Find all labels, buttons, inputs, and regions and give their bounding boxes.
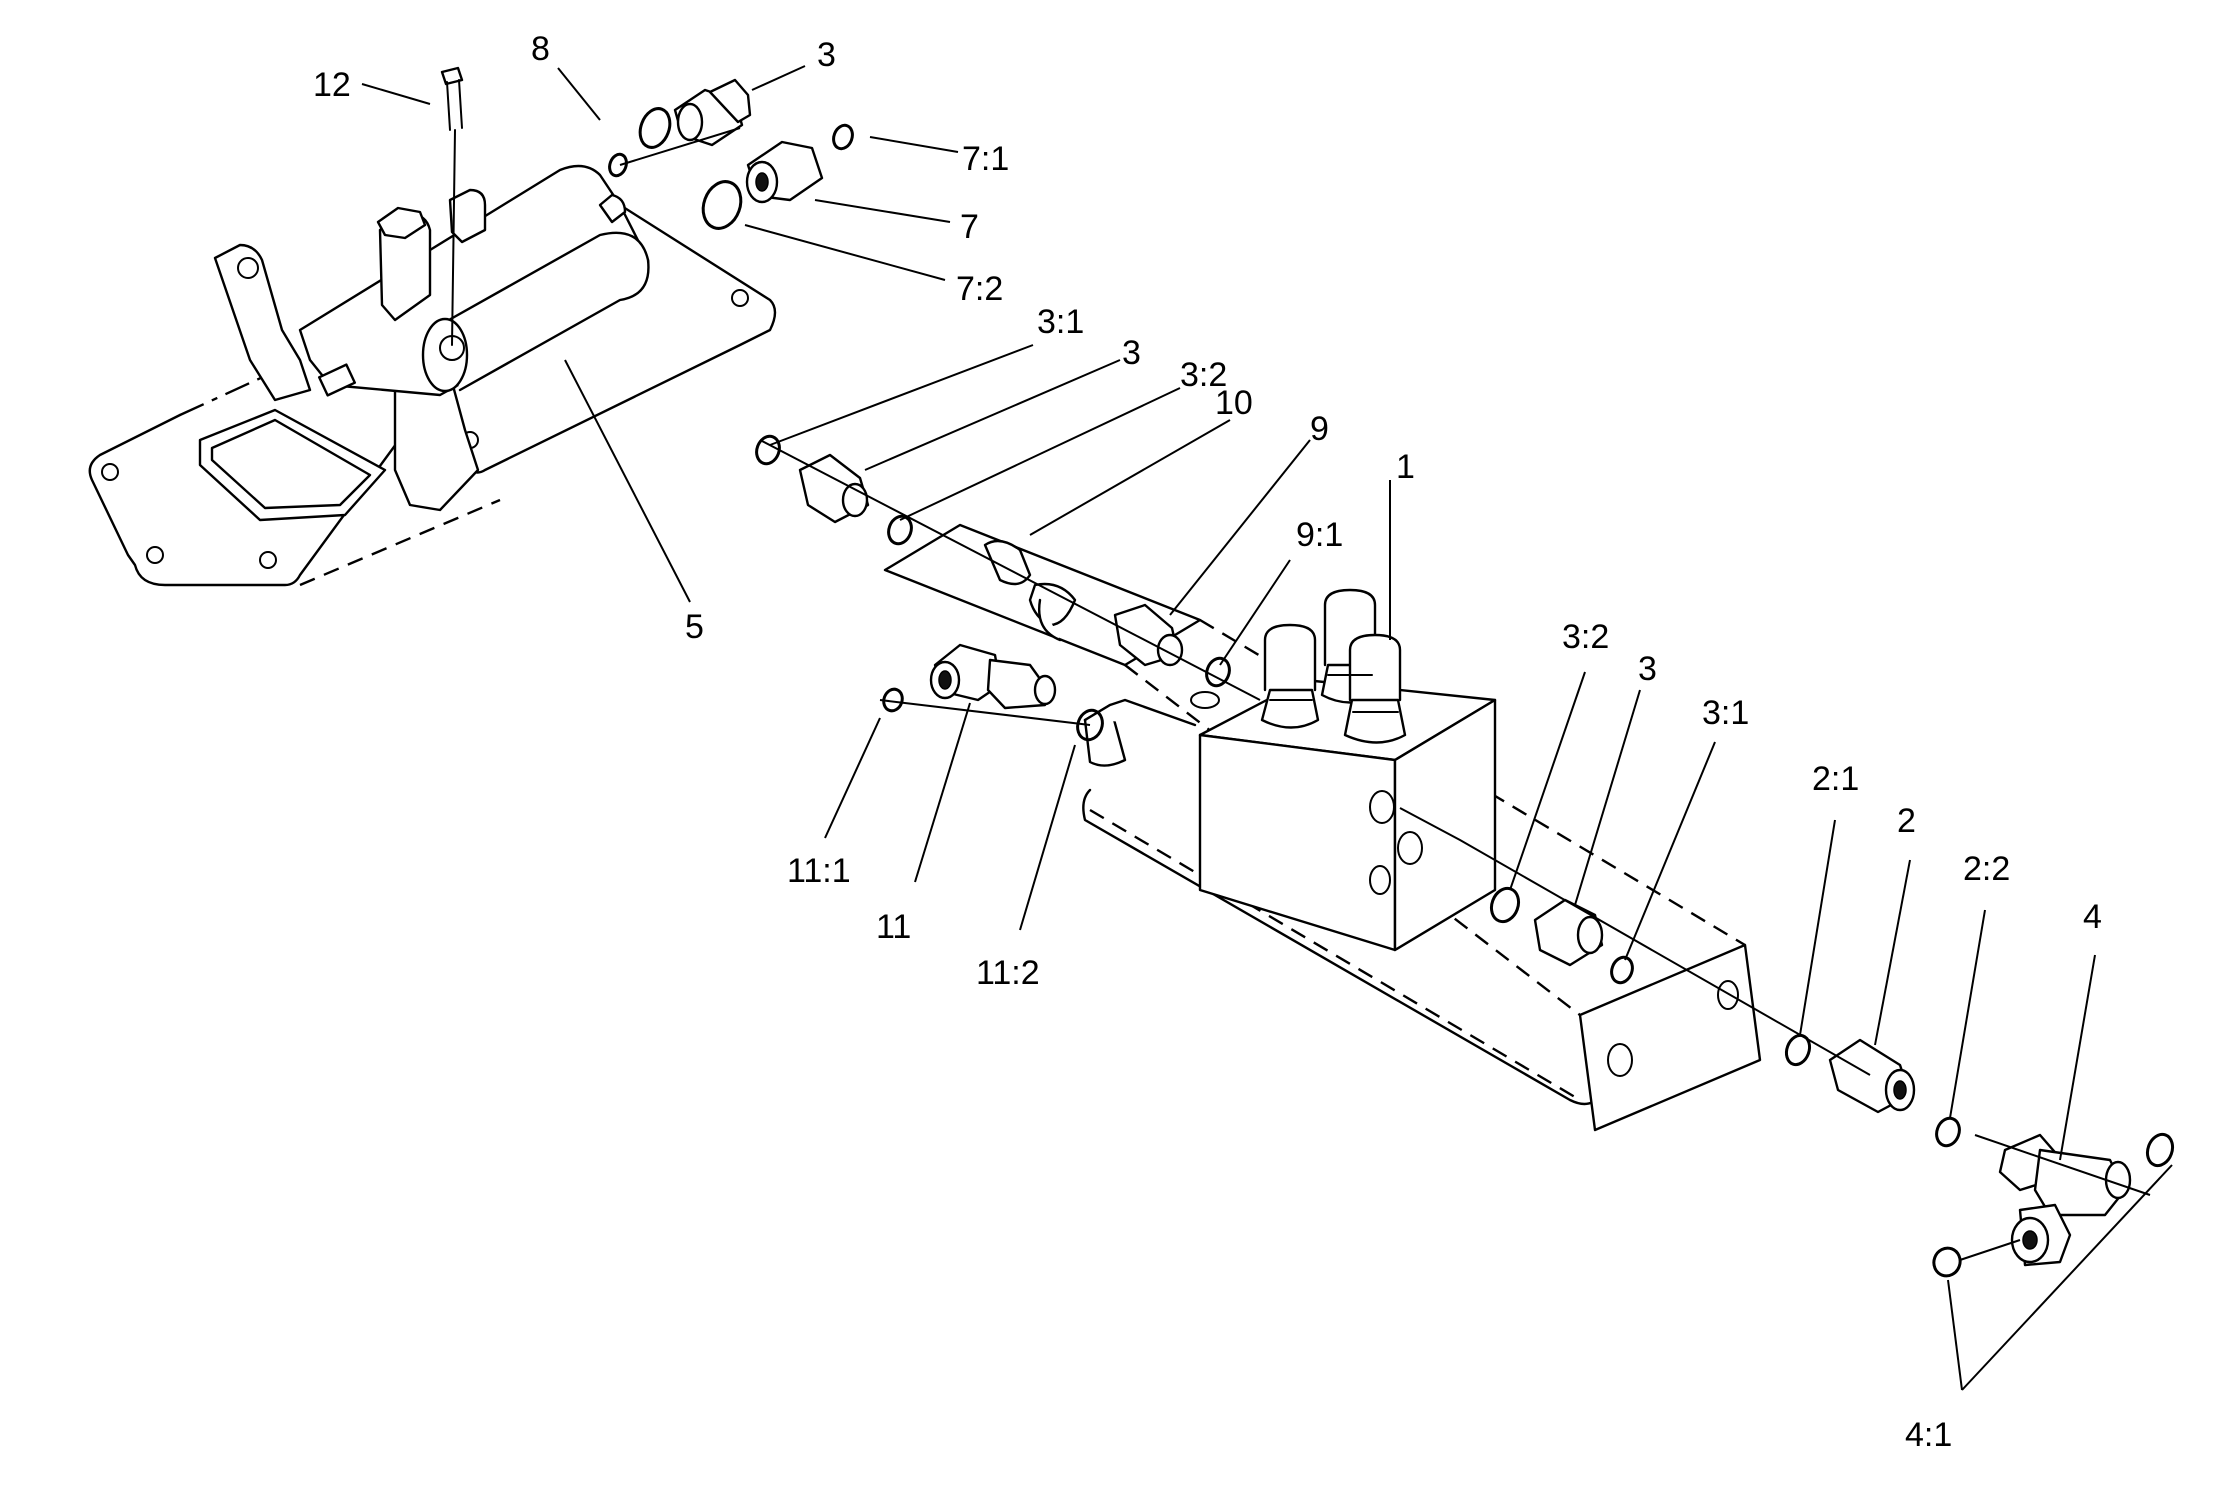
label-12: 12 (313, 66, 351, 104)
leader-lines (361, 65, 2173, 1391)
label-7-2: 7:2 (956, 270, 1003, 308)
fitting-3-mid (755, 434, 913, 546)
label-2-2: 2:2 (1963, 850, 2010, 888)
label-11-1: 11:1 (787, 852, 851, 890)
fitting-3-right (1489, 886, 1634, 985)
label-2: 2 (1897, 802, 1916, 840)
connector-10 (983, 539, 1077, 642)
label-4: 4 (2083, 898, 2102, 936)
label-9: 9 (1310, 410, 1329, 448)
valve-body-5 (213, 164, 650, 512)
fitting-7-top (608, 123, 854, 230)
label-3-1-lower: 3:1 (1702, 694, 1749, 732)
label-3-2-lower: 3:2 (1562, 618, 1609, 656)
label-2-1: 2:1 (1812, 760, 1859, 798)
label-11: 11 (876, 908, 911, 946)
elbow-fitting-11 (882, 643, 1104, 742)
fitting-2 (1784, 1033, 1961, 1148)
label-4-1: 4:1 (1905, 1416, 1952, 1454)
label-5: 5 (685, 608, 704, 646)
label-3-top: 3 (817, 36, 836, 74)
fitting-3-top (638, 78, 752, 149)
label-11-2: 11:2 (976, 954, 1040, 992)
label-9-1: 9:1 (1296, 516, 1343, 554)
label-8: 8 (531, 30, 550, 68)
bolt-12 (440, 66, 464, 346)
label-7-1: 7:1 (962, 140, 1009, 178)
manifold-block-1 (1198, 678, 1497, 952)
label-10: 10 (1215, 384, 1253, 422)
label-1: 1 (1396, 448, 1415, 486)
label-7: 7 (960, 208, 979, 246)
label-3-1-upper: 3:1 (1037, 303, 1084, 341)
label-3-2-upper: 3:2 (1180, 356, 1227, 394)
label-3-lower: 3 (1638, 650, 1657, 688)
cartridge-valves (1260, 588, 1407, 744)
label-3-upper: 3 (1122, 334, 1141, 372)
callout-labels: 12 8 3 7:1 7 7:2 3:1 3 3:2 10 9 1 9:1 5 … (313, 30, 2102, 1454)
assembly-axis-lines (619, 127, 2151, 1261)
tee-fitting-4 (1932, 1132, 2175, 1278)
